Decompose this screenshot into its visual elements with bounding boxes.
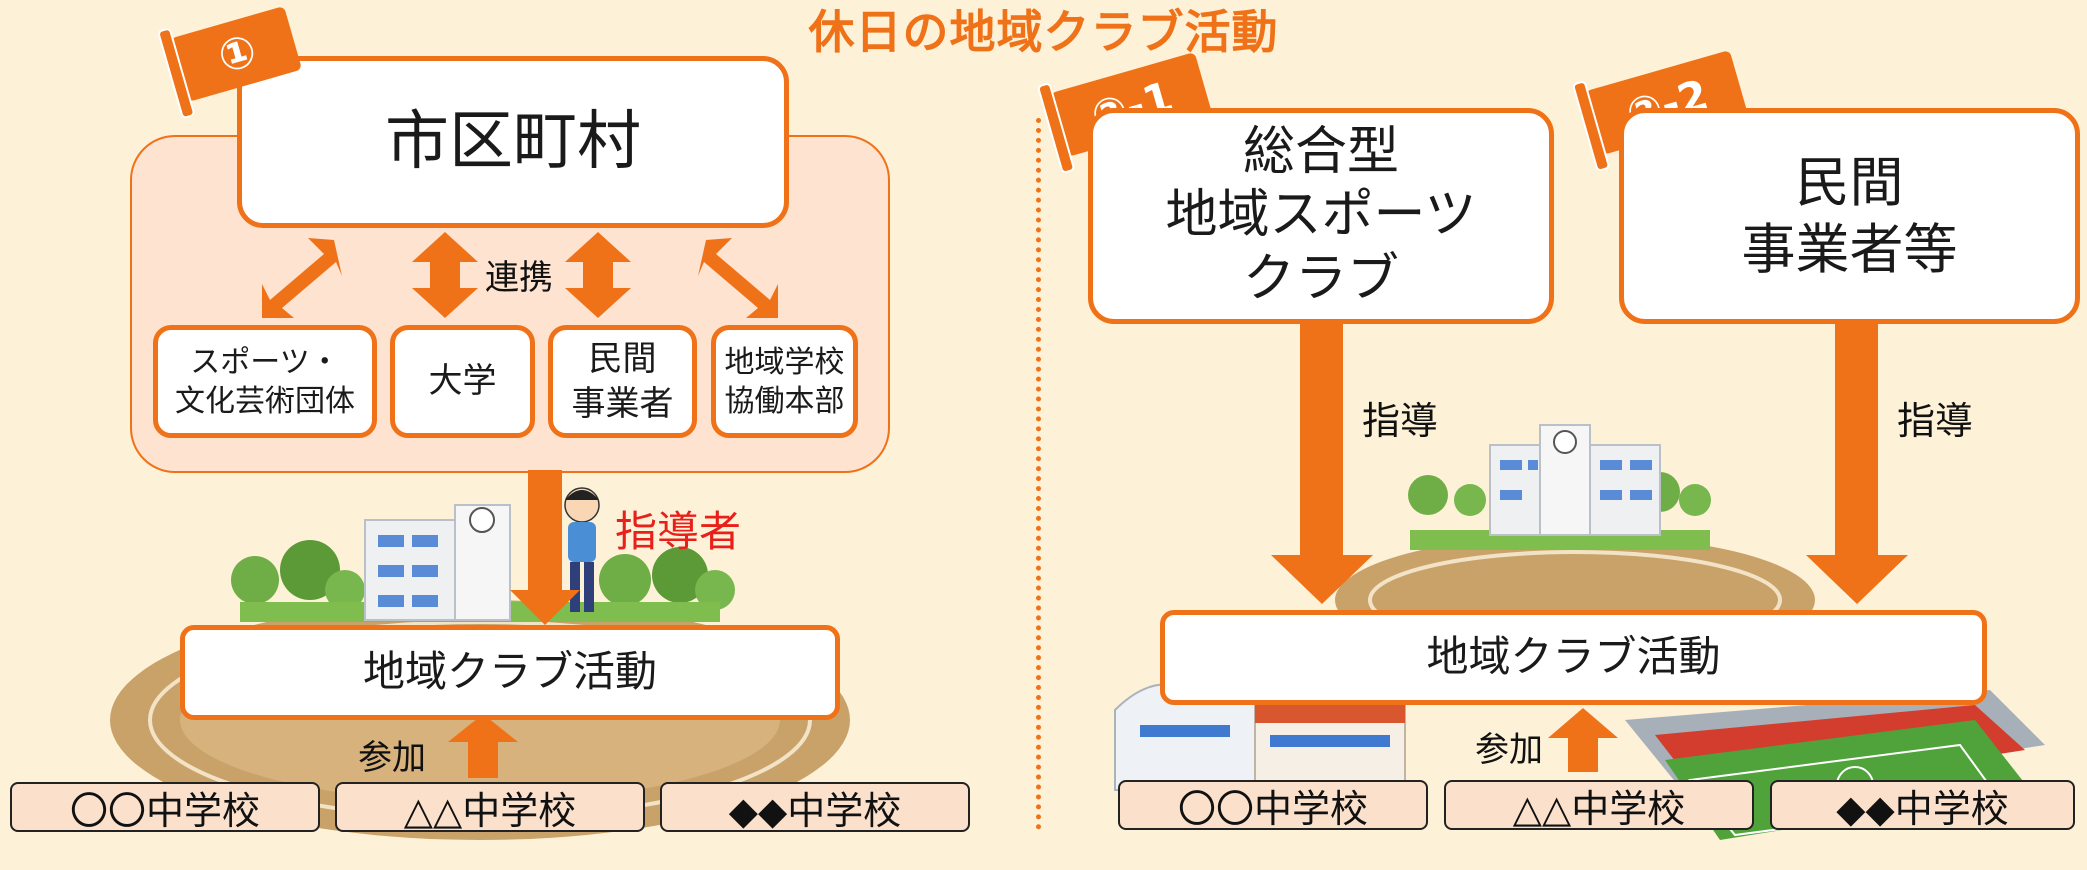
partner-community-school-hq-box: 地域学校 協働本部 <box>711 325 858 438</box>
partner-sports-culture-box: スポーツ・ 文化芸術団体 <box>153 325 377 438</box>
right-club-activity-label: 地域クラブ活動 <box>1426 632 1721 682</box>
left-school-3-label: ◆◆中学校 <box>728 788 902 833</box>
partner-community-school-hq-line1: 地域学校 <box>724 344 845 380</box>
right-school-1-label: 〇〇中学校 <box>1177 786 1368 831</box>
left-school-1-label: 〇〇中学校 <box>69 788 260 833</box>
guidance-label-a: 指導 <box>1362 399 1439 443</box>
comprehensive-sports-club-line2: 地域スポーツ <box>1165 185 1477 246</box>
right-school-3: ◆◆中学校 <box>1770 780 2075 831</box>
coach-label: 指導者 <box>615 507 742 556</box>
partner-private-business-line2: 事業者 <box>571 383 674 424</box>
arrow-right-a-guidance <box>1271 322 1373 604</box>
gymnasium-illustration <box>1114 683 1406 791</box>
municipality-label: 市区町村 <box>385 105 641 179</box>
right-school-1: 〇〇中学校 <box>1118 780 1428 831</box>
arrow-left-participation <box>448 714 518 778</box>
partner-sports-culture-line2: 文化芸術団体 <box>175 383 355 419</box>
partner-private-business-box: 民間 事業者 <box>548 325 697 438</box>
arrow-to-sports-culture <box>262 238 342 318</box>
right-school-illustration <box>1408 424 1711 550</box>
left-school-1: 〇〇中学校 <box>10 782 320 833</box>
arrow-to-university <box>412 232 478 318</box>
right-club-activity-box: 地域クラブ活動 <box>1160 610 1987 705</box>
partner-university-box: 大学 <box>390 325 535 438</box>
left-school-2: △△中学校 <box>335 782 645 833</box>
diagram-title: 休日の地域クラブ活動 <box>808 5 1279 59</box>
stadium-illustration <box>1625 690 2045 840</box>
arrow-coach-to-club <box>510 470 580 625</box>
left-school-building-illustration <box>364 504 511 621</box>
municipality-box: 市区町村 <box>237 56 789 228</box>
right-school-2-label: △△中学校 <box>1512 786 1686 831</box>
arrow-to-community-school-hq <box>698 238 778 318</box>
left-club-activity-label: 地域クラブ活動 <box>362 647 657 697</box>
right-participation-label: 参加 <box>1475 730 1543 770</box>
arrow-right-b-guidance <box>1806 322 1908 604</box>
comprehensive-sports-club-line1: 総合型 <box>1242 121 1399 182</box>
coach-figure-illustration <box>564 487 600 612</box>
badge-1-flag: ① <box>158 7 301 119</box>
left-participation-label: 参加 <box>358 738 426 778</box>
right-school-3-label: ◆◆中学校 <box>1836 786 2009 831</box>
guidance-label-b: 指導 <box>1897 399 1974 443</box>
section-divider <box>1036 118 1041 830</box>
partner-university-label: 大学 <box>428 361 497 402</box>
left-school-2-label: △△中学校 <box>403 788 577 833</box>
partner-sports-culture-line1: スポーツ・ <box>190 344 340 380</box>
comprehensive-sports-club-box: 総合型 地域スポーツ クラブ <box>1088 108 1554 324</box>
private-business-line1: 民間 <box>1795 150 1904 214</box>
comprehensive-sports-club-line3: クラブ <box>1242 248 1399 309</box>
arrow-right-participation <box>1548 708 1618 772</box>
arrow-to-private-business <box>565 232 631 318</box>
partnership-label: 連携 <box>485 258 553 298</box>
private-business-box: 民間 事業者等 <box>1619 108 2080 324</box>
private-business-line2: 事業者等 <box>1741 218 1958 281</box>
left-club-activity-box: 地域クラブ活動 <box>180 625 840 720</box>
partner-community-school-hq-line2: 協働本部 <box>724 383 845 419</box>
right-school-2: △△中学校 <box>1444 780 1754 831</box>
left-school-3: ◆◆中学校 <box>660 782 970 833</box>
partner-private-business-line1: 民間 <box>588 339 657 380</box>
